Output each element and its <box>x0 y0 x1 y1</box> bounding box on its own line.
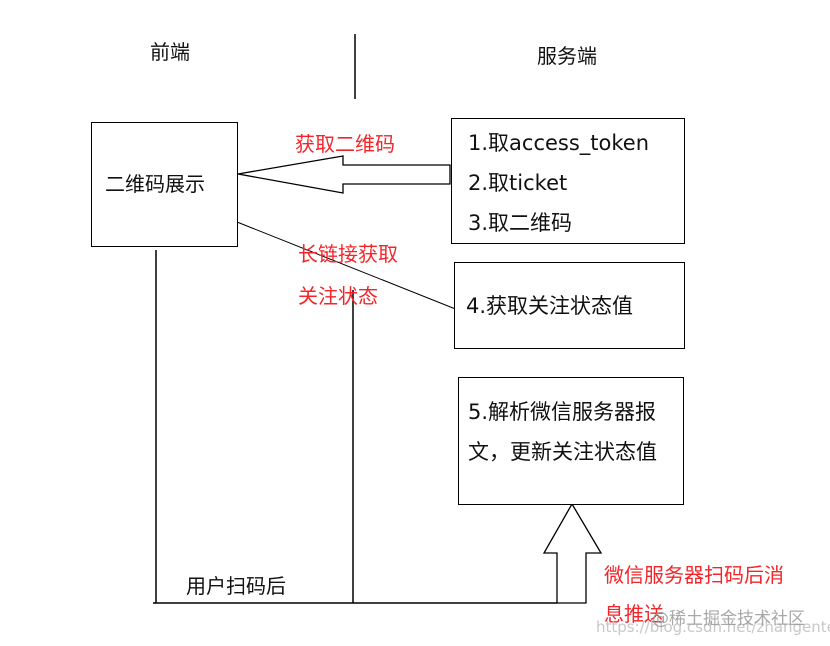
step-4: 4.获取关注状态值 <box>466 294 634 318</box>
long-poll-connector <box>236 221 459 311</box>
step-4-box: 4.获取关注状态值 <box>454 262 685 349</box>
step-5-line-1: 5.解析微信服务器报 <box>468 400 657 424</box>
wechat-push-annotation-line-1: 微信服务器扫码后消 <box>604 563 784 587</box>
step-5-box: 5.解析微信服务器报 文，更新关注状态值 <box>458 377 684 505</box>
frontend-header: 前端 <box>150 40 190 64</box>
qr-display-label: 二维码展示 <box>105 172 205 196</box>
step-1: 1.取access_token <box>468 131 650 155</box>
step-2: 2.取ticket <box>468 171 568 195</box>
qr-display-box: 二维码展示 <box>91 122 238 247</box>
get-qr-arrow <box>237 155 451 194</box>
step-3: 3.取二维码 <box>468 211 573 235</box>
wechat-push-arrow <box>542 502 603 604</box>
step-5-line-2: 文，更新关注状态值 <box>468 440 657 464</box>
long-poll-annotation-line-2: 关注状态 <box>298 284 378 308</box>
wechat-push-annotation-line-2: 息推送 <box>604 602 664 626</box>
get-qr-annotation: 获取二维码 <box>295 132 395 156</box>
user-scan-annotation: 用户扫码后 <box>186 574 286 598</box>
steps-1-3-box: 1.取access_token 2.取ticket 3.取二维码 <box>451 118 685 244</box>
watermark-url: https://blog.csdn.net/zhangenter <box>596 618 830 636</box>
server-header: 服务端 <box>537 44 597 68</box>
long-poll-annotation-line-1: 长链接获取 <box>298 242 398 266</box>
watermark-site: @稀土掘金技术社区 <box>652 609 805 629</box>
